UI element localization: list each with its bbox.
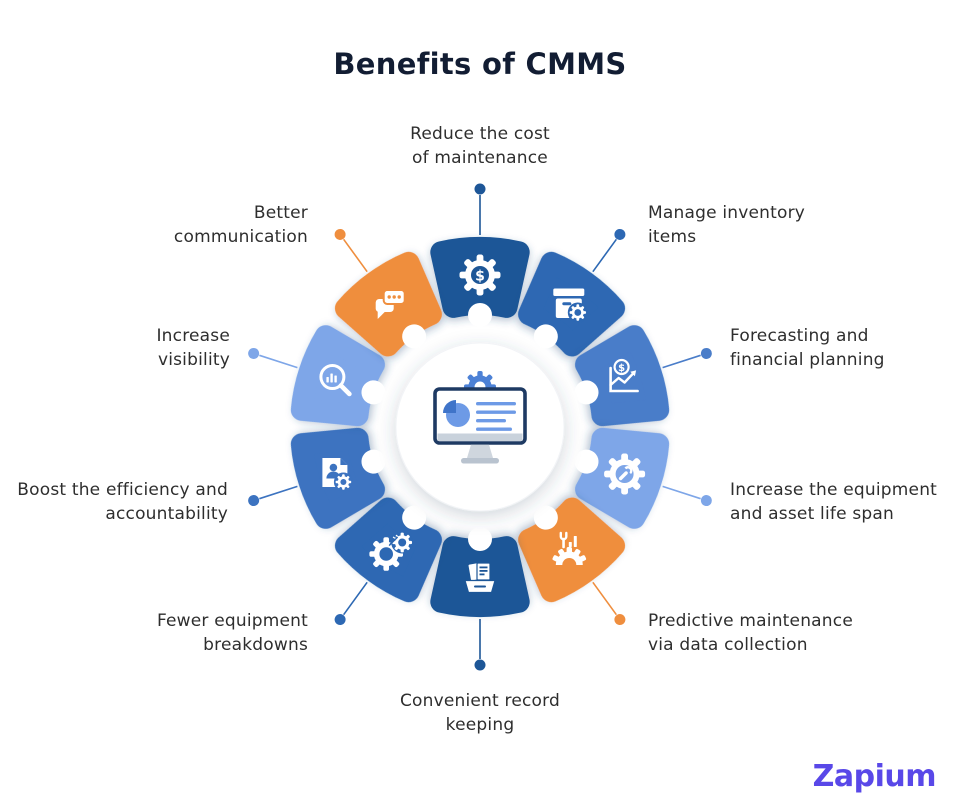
petal-notch [574,380,599,405]
connector-line [259,354,298,369]
connector-dot [614,228,626,240]
page-title: Benefits of CMMS [333,47,627,81]
benefit-petal-2 [574,325,712,427]
petal-notch [533,324,558,349]
connector-dot [248,495,260,507]
benefit-petal-8 [248,325,386,427]
benefit-petal-5 [430,527,530,671]
monitor-analytics-icon [433,387,527,464]
connector-dot [248,347,260,359]
connector-line [259,485,298,500]
connector-line [592,238,618,273]
petal-notch [574,449,599,474]
petal-shape [575,325,670,427]
connector-dot [700,495,712,507]
benefit-label-asset-life-span: Increase the equipment and asset life sp… [730,480,938,524]
benefit-label-reduce-cost: Reduce the cost of maintenance [410,124,550,168]
inventory-box-icon [553,289,588,323]
petal-notch [402,324,427,349]
gear-wrench-icon [604,454,645,495]
benefit-label-manage-inventory: Manage inventory items [648,203,806,247]
petal-notch [402,505,427,530]
connector-dot [614,614,626,626]
benefit-label-predictive-maintenance: Predictive maintenance via data collecti… [648,611,853,655]
petal-notch [361,449,386,474]
pie-chart-icon [443,400,470,427]
connector-dot [700,347,712,359]
screen-text-lines [476,402,516,431]
petals-layer [248,183,712,671]
benefit-label-efficiency-accountability: Boost the efficiency and accountability [17,480,228,524]
center-illustration [395,342,565,512]
connector-dot [334,614,346,626]
connector-dot [474,659,486,671]
benefit-label-fewer-breakdowns: Fewer equipment breakdowns [156,611,308,655]
petal-shape [290,325,385,427]
petal-notch [468,527,492,551]
connector-line [662,354,701,369]
benefit-label-forecasting: Forecasting and financial planning [730,326,885,370]
petal-notch [533,505,558,530]
petal-notch [468,303,492,327]
gear-dollar-icon [460,255,501,296]
connector-dot [334,228,346,240]
petal-notch [361,380,386,405]
brand-logo: Zapium [812,759,937,794]
connector-line [662,485,701,500]
connector-line [342,581,368,616]
benefit-label-record-keeping: Convenient record keeping [399,691,561,735]
connector-dot [474,183,486,195]
connector-line [592,581,618,616]
benefit-label-better-communication: Better communication [173,203,308,247]
connector-line [342,238,368,273]
benefit-label-increase-visibility: Increase visibility [156,326,230,370]
